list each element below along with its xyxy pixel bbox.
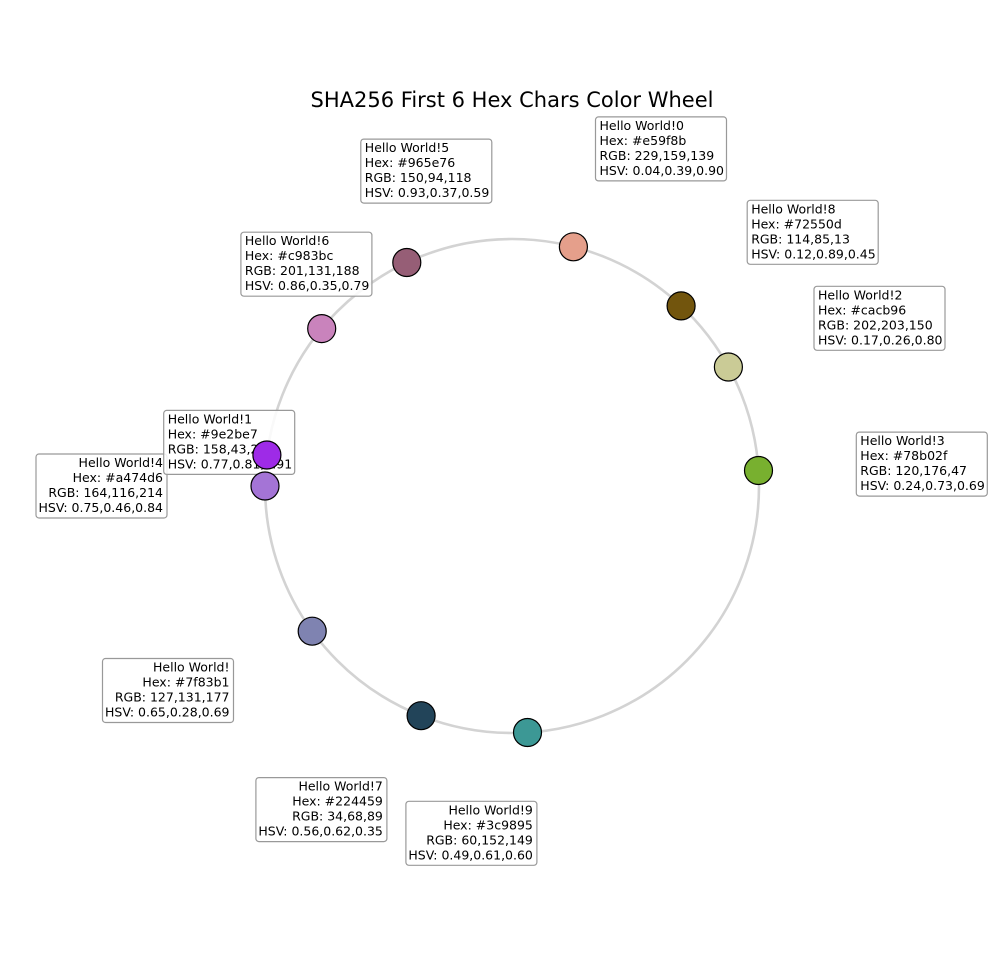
label-rgb: RGB: 158,43,231	[168, 441, 275, 456]
label-hsv: HSV: 0.75,0.46,0.84	[39, 500, 164, 515]
label-rgb: RGB: 120,176,47	[860, 463, 967, 478]
label-hex: Hex: #72550d	[751, 216, 842, 231]
label-name: Hello World!8	[751, 201, 835, 216]
label-name: Hello World!4	[79, 455, 163, 470]
color-point	[252, 440, 282, 470]
label-box	[35, 453, 168, 519]
color-point	[666, 291, 696, 321]
label-hsv: HSV: 0.24,0.73,0.69	[860, 478, 985, 493]
label-hex: Hex: #965e76	[365, 155, 455, 170]
color-point	[406, 701, 436, 731]
label-name: Hello World!9	[448, 802, 532, 817]
label-hex: Hex: #cacb96	[818, 302, 906, 317]
label-box	[813, 285, 946, 351]
label-hex: Hex: #a474d6	[73, 470, 163, 485]
color-point	[392, 247, 422, 278]
label-hsv: HSV: 0.04,0.39,0.90	[600, 163, 725, 178]
label-box	[240, 231, 373, 297]
label-hsv: HSV: 0.56,0.62,0.35	[258, 824, 383, 839]
label-hsv: HSV: 0.17,0.26,0.80	[818, 332, 943, 347]
label-hex: Hex: #e59f8b	[600, 133, 687, 148]
label-hsv: HSV: 0.12,0.89,0.45	[751, 246, 876, 261]
color-point	[250, 471, 280, 501]
label-box	[405, 800, 538, 866]
label-hex: Hex: #3c9895	[443, 817, 533, 832]
label-rgb: RGB: 201,131,188	[245, 263, 360, 278]
label-hsv: HSV: 0.49,0.61,0.60	[408, 847, 533, 862]
label-box	[360, 138, 493, 204]
label-name: Hello World!3	[860, 433, 944, 448]
label-hex: Hex: #78b02f	[860, 448, 948, 463]
label-rgb: RGB: 34,68,89	[292, 809, 383, 824]
label-rgb: RGB: 114,85,13	[751, 231, 850, 246]
label-rgb: RGB: 229,159,139	[600, 148, 715, 163]
label-hex: Hex: #c983bc	[245, 248, 334, 263]
chart-title: SHA256 First 6 Hex Chars Color Wheel	[311, 88, 714, 112]
label-box	[855, 431, 988, 497]
label-rgb: RGB: 164,116,214	[48, 485, 163, 500]
label-hex: Hex: #9e2be7	[168, 426, 258, 441]
label-box	[594, 116, 728, 182]
color-point	[558, 232, 589, 262]
label-name: Hello World!0	[600, 118, 684, 133]
label-rgb: RGB: 60,152,149	[426, 832, 533, 847]
label-hex: Hex: #7f83b1	[142, 675, 229, 690]
label-box	[746, 199, 879, 265]
label-name: Hello World!2	[818, 287, 902, 302]
label-hex: Hex: #224459	[292, 794, 383, 809]
color-point	[512, 717, 543, 748]
label-rgb: RGB: 150,94,118	[365, 170, 472, 185]
label-box	[101, 657, 235, 724]
color-point	[743, 455, 774, 486]
label-name: Hello World!1	[168, 411, 252, 426]
label-rgb: RGB: 127,131,177	[115, 690, 230, 705]
color-point	[297, 616, 327, 646]
label-hsv: HSV: 0.86,0.35,0.79	[245, 278, 370, 293]
label-name: Hello World!	[153, 660, 230, 675]
label-hsv: HSV: 0.65,0.28,0.69	[105, 705, 230, 720]
label-name: Hello World!5	[365, 140, 449, 155]
label-box	[255, 776, 388, 843]
label-name: Hello World!7	[298, 779, 382, 794]
label-name: Hello World!6	[245, 233, 329, 248]
label-hsv: HSV: 0.93,0.37,0.59	[365, 185, 490, 200]
label-rgb: RGB: 202,203,150	[818, 317, 933, 332]
color-point	[713, 352, 744, 382]
point-layer	[250, 232, 774, 748]
color-point	[307, 314, 337, 344]
